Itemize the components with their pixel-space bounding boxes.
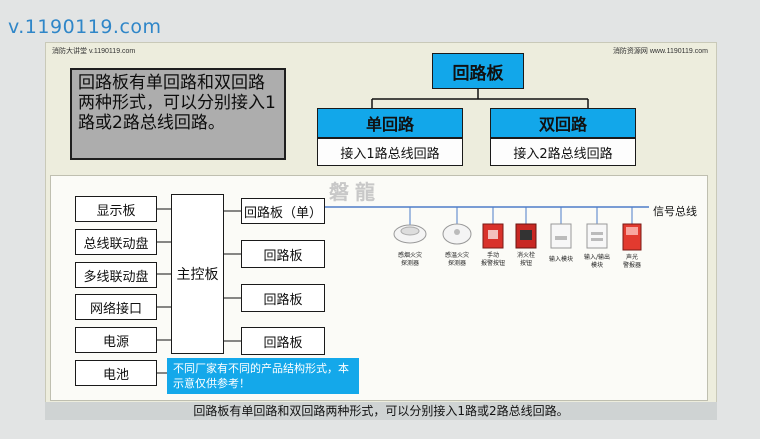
slide-source-left: 消防大讲堂 v.1190119.com bbox=[52, 48, 136, 55]
system-diagram: 磐龍 显示板 总线联动盘 多线联动盘 网络接口 bbox=[50, 175, 708, 401]
signal-bus-label: 信号总线 bbox=[653, 205, 697, 218]
device-label-io-module: 输入/输出 模块 bbox=[583, 254, 611, 269]
disclaimer-note: 不同厂家有不同的产品结构形式，本示意仅供参考！ bbox=[167, 358, 359, 394]
loop-board-4: 回路板 bbox=[241, 327, 325, 355]
loop-board-3: 回路板 bbox=[241, 284, 325, 312]
watermark: 磐龍 bbox=[329, 180, 381, 204]
input-module-icon bbox=[550, 223, 572, 249]
device-label-smoke: 感烟火灾 探测器 bbox=[397, 252, 422, 267]
device-label-sound-light: 声光 警报器 bbox=[622, 254, 641, 269]
manual-alarm-button-icon bbox=[482, 223, 504, 249]
device-label-hydrant: 消火栓 按钮 bbox=[516, 252, 535, 267]
single-loop-desc: 接入1路总线回路 bbox=[317, 138, 463, 166]
network-interface: 网络接口 bbox=[75, 294, 157, 320]
display-board: 显示板 bbox=[75, 196, 157, 222]
heat-detector-icon bbox=[442, 223, 472, 245]
slide-source-right: 消防资源网 www.1190119.com bbox=[612, 48, 708, 55]
loop-board-single: 回路板（单） bbox=[241, 198, 325, 224]
battery: 电池 bbox=[75, 360, 157, 386]
slide: 消防大讲堂 v.1190119.com 消防资源网 www.1190119.co… bbox=[45, 42, 717, 418]
single-loop-title: 单回路 bbox=[317, 108, 463, 138]
device-icons bbox=[393, 223, 642, 251]
main-control-board: 主控板 bbox=[171, 194, 224, 354]
double-loop-desc: 接入2路总线回路 bbox=[490, 138, 636, 166]
device-label-input-module: 输入模块 bbox=[548, 256, 573, 263]
loop-board-2: 回路板 bbox=[241, 240, 325, 268]
bus-linkage-panel: 总线联动盘 bbox=[75, 229, 157, 255]
io-module-icon bbox=[586, 223, 608, 249]
tree-connectors bbox=[371, 89, 589, 108]
device-label-manual-alarm: 手动 报警按钮 bbox=[480, 252, 505, 267]
power-supply: 电源 bbox=[75, 327, 157, 353]
site-brand: v.1190119.com bbox=[8, 16, 162, 38]
device-label-heat: 感温火灾 探测器 bbox=[444, 252, 469, 267]
hydrant-button-icon bbox=[515, 223, 537, 249]
root-loop-board: 回路板 bbox=[432, 53, 524, 89]
intro-text-box: 回路板有单回路和双回路两种形式，可以分别接入1路或2路总线回路。 bbox=[70, 68, 286, 160]
smoke-detector-icon bbox=[393, 224, 427, 244]
sound-light-alarm-icon bbox=[622, 223, 642, 251]
double-loop-title: 双回路 bbox=[490, 108, 636, 138]
multi-line-linkage-panel: 多线联动盘 bbox=[75, 262, 157, 288]
subtitle-caption: 回路板有单回路和双回路两种形式，可以分别接入1路或2路总线回路。 bbox=[45, 402, 717, 420]
